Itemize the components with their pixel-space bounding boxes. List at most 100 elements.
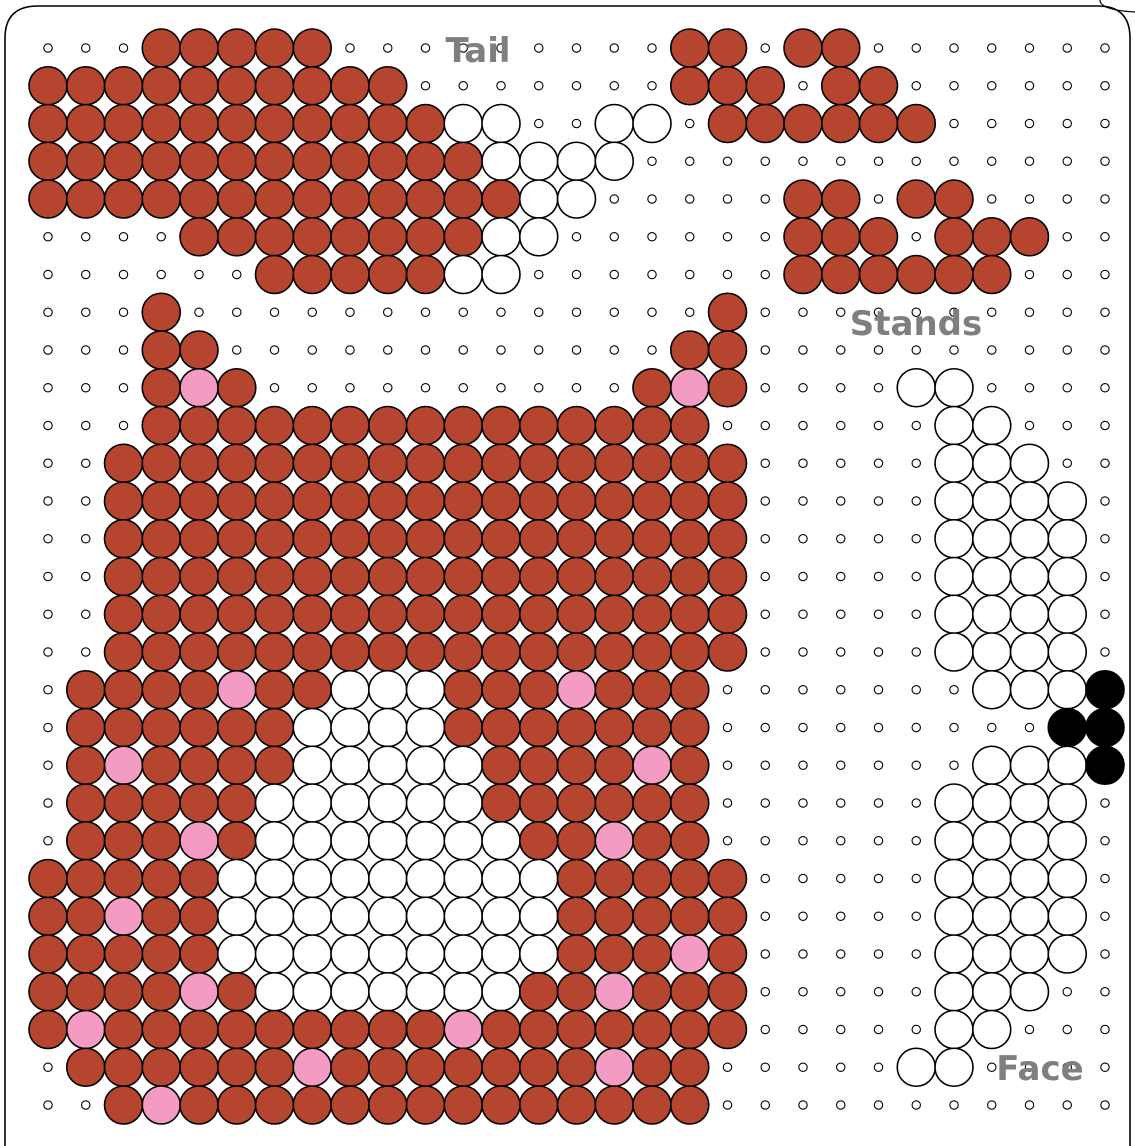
peg <box>950 119 958 127</box>
bead-white <box>1048 860 1086 898</box>
peg <box>572 270 580 278</box>
bead-brown <box>29 860 67 898</box>
peg <box>1101 157 1109 165</box>
bead-white <box>256 784 294 822</box>
bead-brown <box>105 67 143 105</box>
peg <box>988 195 996 203</box>
bead-brown <box>293 180 331 218</box>
bead-brown <box>369 520 407 558</box>
bead-brown <box>444 142 482 180</box>
bead-brown <box>105 860 143 898</box>
peg <box>1025 723 1033 731</box>
peg <box>270 346 278 354</box>
bead-white <box>331 671 369 709</box>
peg <box>44 799 52 807</box>
bead-white <box>482 256 520 294</box>
bead-brown <box>142 822 180 860</box>
bead-brown <box>709 595 747 633</box>
bead-brown <box>142 558 180 596</box>
bead-white <box>935 897 973 935</box>
bead-brown <box>105 520 143 558</box>
bead-white <box>1011 822 1049 860</box>
bead-brown <box>482 595 520 633</box>
bead-brown <box>142 293 180 331</box>
bead-brown <box>369 180 407 218</box>
peg <box>459 384 467 392</box>
bead-white <box>595 142 633 180</box>
peg <box>761 270 769 278</box>
peg <box>799 384 807 392</box>
peg <box>270 384 278 392</box>
peg <box>157 270 165 278</box>
bead-brown <box>671 897 709 935</box>
peg <box>346 346 354 354</box>
bead-brown <box>218 558 256 596</box>
bead-brown <box>671 671 709 709</box>
bead-white <box>293 709 331 747</box>
bead-brown <box>709 67 747 105</box>
bead-brown <box>709 558 747 596</box>
bead-brown <box>331 482 369 520</box>
bead-brown <box>558 822 596 860</box>
bead-white <box>482 897 520 935</box>
bead-white <box>1048 633 1086 671</box>
bead-brown <box>218 633 256 671</box>
peg <box>497 82 505 90</box>
bead-brown <box>256 746 294 784</box>
bead-brown <box>67 709 105 747</box>
bead-white <box>973 407 1011 445</box>
bead-brown <box>256 558 294 596</box>
bead-white <box>973 784 1011 822</box>
bead-brown <box>142 973 180 1011</box>
peg <box>384 44 392 52</box>
bead-brown <box>444 407 482 445</box>
peg <box>686 308 694 316</box>
peg <box>912 346 920 354</box>
peg <box>950 82 958 90</box>
bead-brown <box>709 105 747 143</box>
peg <box>837 384 845 392</box>
peg <box>1063 82 1071 90</box>
peg <box>874 346 882 354</box>
peg <box>950 1101 958 1109</box>
bead-brown <box>407 1011 445 1049</box>
bead-pink <box>595 973 633 1011</box>
peg <box>799 761 807 769</box>
peg <box>44 572 52 580</box>
bead-brown <box>218 180 256 218</box>
peg <box>837 761 845 769</box>
bead-brown <box>180 482 218 520</box>
bead-brown <box>520 520 558 558</box>
bead-white <box>293 973 331 1011</box>
bead-brown <box>482 671 520 709</box>
bead-brown <box>293 142 331 180</box>
peg <box>912 535 920 543</box>
bead-brown <box>67 142 105 180</box>
bead-brown <box>142 746 180 784</box>
bead-brown <box>671 331 709 369</box>
peg <box>1101 535 1109 543</box>
bead-brown <box>67 860 105 898</box>
bead-brown <box>218 142 256 180</box>
peg <box>799 497 807 505</box>
peg <box>761 384 769 392</box>
bead-brown <box>331 180 369 218</box>
peg <box>1101 346 1109 354</box>
bead-pink <box>558 671 596 709</box>
bead-white <box>482 973 520 1011</box>
peg <box>988 308 996 316</box>
peg <box>874 535 882 543</box>
peg <box>1101 270 1109 278</box>
peg <box>723 157 731 165</box>
peg <box>459 82 467 90</box>
bead-pink <box>67 1011 105 1049</box>
peg <box>799 799 807 807</box>
bead-brown <box>822 29 860 67</box>
bead-brown <box>142 180 180 218</box>
bead-white <box>407 746 445 784</box>
bead-brown <box>444 180 482 218</box>
bead-brown <box>671 407 709 445</box>
bead-brown <box>256 1048 294 1086</box>
bead-white <box>407 671 445 709</box>
bead-brown <box>671 973 709 1011</box>
